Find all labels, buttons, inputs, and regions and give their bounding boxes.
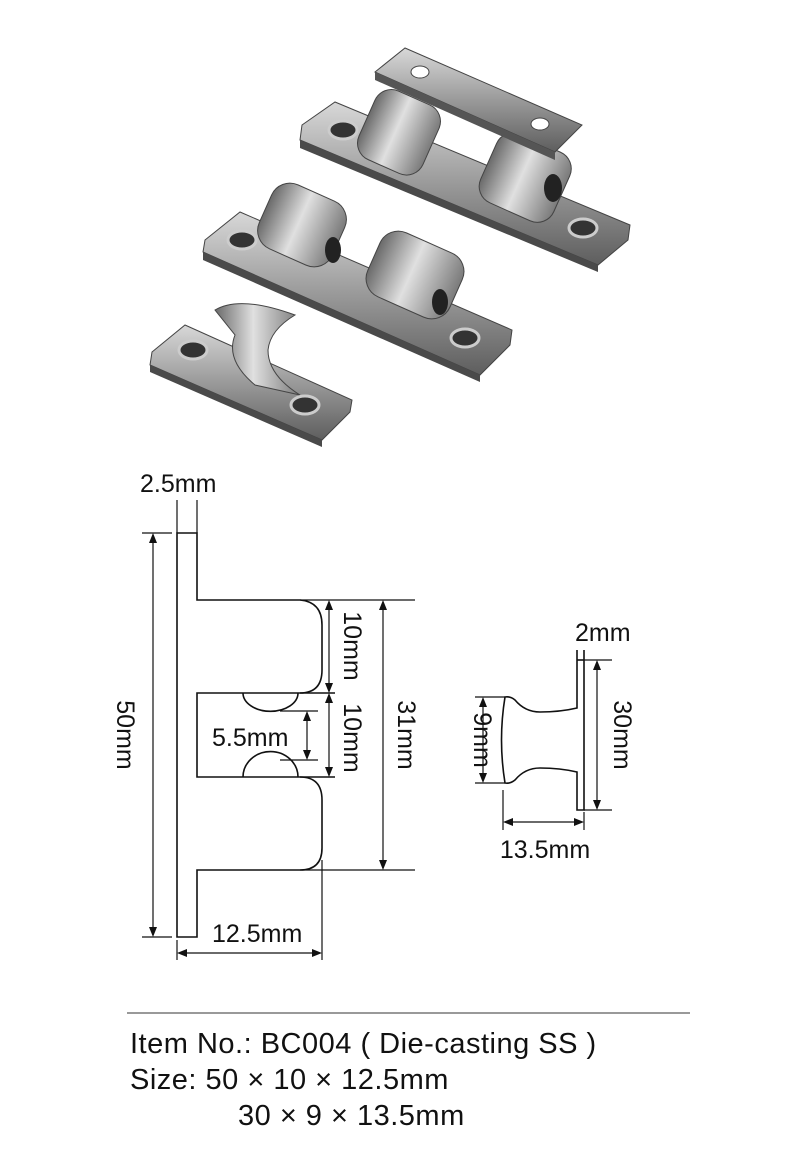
double-roller-catch — [202, 182, 513, 382]
dim-gap: 5.5mm — [212, 724, 288, 752]
dim-roller-lower: 10mm — [338, 703, 366, 772]
size-main: 50 × 10 × 12.5mm — [205, 1064, 449, 1096]
size-line: Size: 50 × 10 × 12.5mm — [130, 1064, 449, 1097]
size-label: Size: — [130, 1064, 197, 1096]
dim-roller-span: 31mm — [392, 700, 420, 769]
catch-strike — [149, 303, 353, 447]
item-number-line: Item No.: BC004 ( Die-casting SS ) — [130, 1028, 597, 1061]
ball-upper — [242, 692, 299, 713]
dim-depth-catch: 13.5mm — [500, 836, 590, 864]
dim-thickness-main: 2.5mm — [140, 470, 216, 498]
main-part-drawing: 2.5mm 50mm 10mm 10mm 31mm 5.5mm 12.5mm — [111, 470, 420, 960]
double-roller-catch-with-strike — [299, 47, 631, 272]
product-photo — [149, 47, 631, 447]
item-label: Item No.: — [130, 1028, 253, 1060]
main-part-outline — [176, 532, 323, 938]
catch-outline — [500, 650, 585, 811]
dim-thickness-catch: 2mm — [575, 619, 631, 647]
item-value: BC004 ( Die-casting SS ) — [260, 1028, 597, 1060]
ball-lower — [242, 750, 299, 778]
dim-roller-upper: 10mm — [338, 611, 366, 680]
dim-head-catch: 9mm — [468, 712, 496, 768]
dim-height-catch: 30mm — [608, 700, 636, 769]
dim-height-main: 50mm — [111, 700, 139, 769]
catch-drawing: 2mm 30mm 9mm 13.5mm — [468, 619, 636, 864]
size-catch: 30 × 9 × 13.5mm — [238, 1100, 465, 1132]
dim-depth-main: 12.5mm — [212, 920, 302, 948]
